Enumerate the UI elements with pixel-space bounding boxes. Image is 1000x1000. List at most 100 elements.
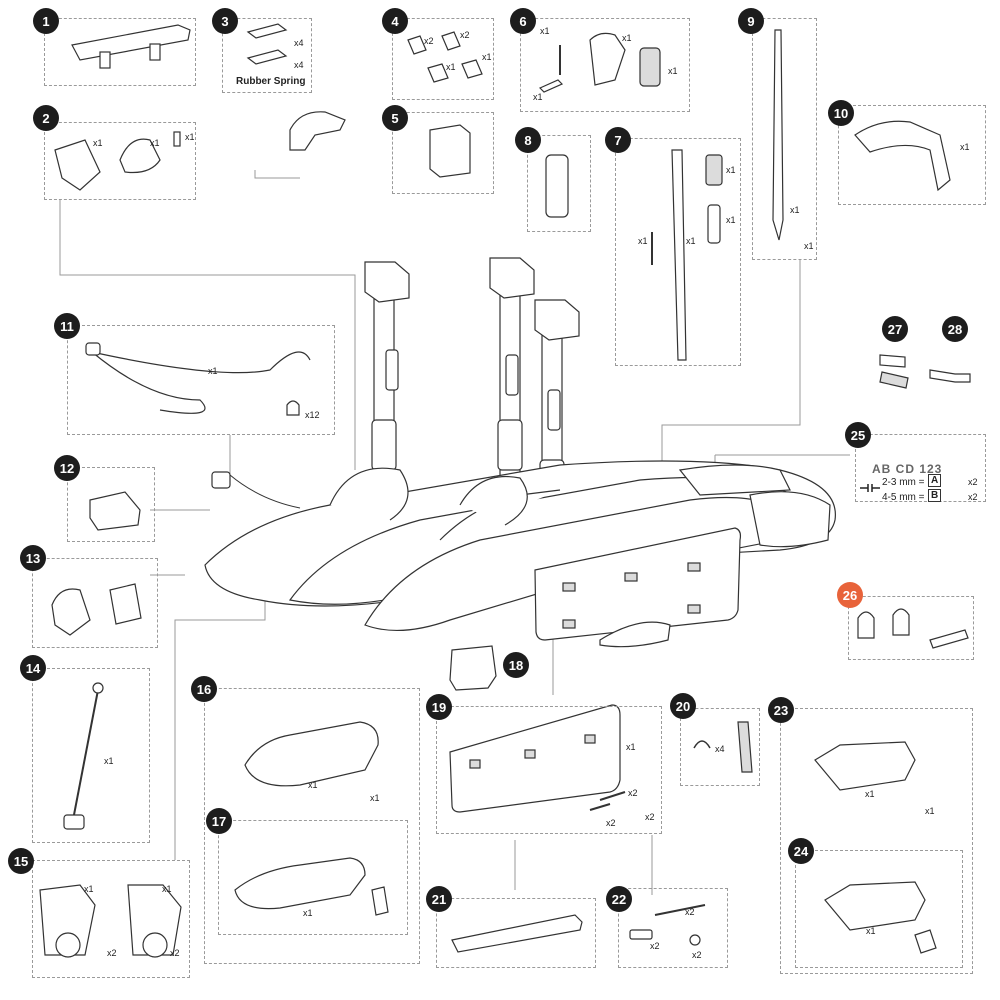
part-22-qty-a: x2: [685, 907, 695, 917]
part-6-box: [520, 18, 690, 112]
part-6-drawing: [538, 32, 661, 93]
part-23-qty-a: x1: [865, 789, 875, 799]
part-9-qty-b: x1: [804, 241, 814, 251]
part-23-number[interactable]: 23: [768, 697, 794, 723]
part-17-box: [218, 820, 408, 935]
part-4-qty-d: x1: [482, 52, 492, 62]
part-3-number[interactable]: 3: [212, 8, 238, 34]
part-28-number[interactable]: 28: [942, 316, 968, 342]
part-24-box: [795, 850, 963, 968]
part-9-number[interactable]: 9: [738, 8, 764, 34]
post-left: [364, 261, 410, 481]
spacer-b-code: B: [928, 489, 942, 502]
part-14-qty: x1: [104, 756, 114, 766]
part-23-qty-b: x1: [925, 806, 935, 816]
post-middle: [489, 257, 535, 481]
part-26-number[interactable]: 26: [837, 582, 863, 608]
part-2-box: [44, 122, 196, 200]
rubber-spring-label: Rubber Spring: [236, 76, 306, 87]
part-10-qty: x1: [960, 142, 970, 152]
part-15-number[interactable]: 15: [8, 848, 34, 874]
part-16-box: [204, 688, 420, 964]
part-7-drawing: [651, 149, 723, 361]
part-21-box: [436, 898, 596, 968]
part-4-box: [392, 18, 494, 100]
part-22-qty-b: x2: [650, 941, 660, 951]
part-19-drawing: [449, 704, 626, 813]
part-1-number[interactable]: 1: [33, 8, 59, 34]
part-25-number[interactable]: 25: [845, 422, 871, 448]
part-3-box: [222, 18, 312, 93]
part-24-number[interactable]: 24: [788, 838, 814, 864]
part-4-qty-b: x2: [460, 30, 470, 40]
part-23-drawing: [814, 741, 916, 791]
part-6-qty-d: x1: [533, 92, 543, 102]
part-22-qty-c: x2: [692, 950, 702, 960]
plate-holder: [534, 527, 742, 648]
part-2-number[interactable]: 2: [33, 105, 59, 131]
part-19-number[interactable]: 19: [426, 694, 452, 720]
part-3-qty-b: x4: [294, 60, 304, 70]
part-20-number[interactable]: 20: [670, 693, 696, 719]
part-7-qty-c: x1: [638, 236, 648, 246]
part-2-qty-b: x1: [150, 138, 160, 148]
part-8-box: [527, 135, 591, 232]
part-21-drawing: [451, 914, 583, 953]
part-24-drawing: [824, 881, 937, 954]
part-6-qty-c: x1: [668, 66, 678, 76]
part-7-number[interactable]: 7: [605, 127, 631, 153]
spacer-a-range: 2-3 mm =: [882, 477, 925, 488]
part-4-drawing: [407, 31, 483, 83]
part-14-number[interactable]: 14: [20, 655, 46, 681]
part-25-box: [855, 434, 986, 502]
part-16-number[interactable]: 16: [191, 676, 217, 702]
part-21-number[interactable]: 21: [426, 886, 452, 912]
part-23-box: [780, 708, 973, 974]
part-10-drawing: [854, 120, 951, 192]
part-20-box: [680, 708, 760, 786]
part-5-box: [392, 112, 494, 194]
part-16-drawing: [244, 721, 379, 787]
part-13-number[interactable]: 13: [20, 545, 46, 571]
part-12-number[interactable]: 12: [54, 455, 80, 481]
part-11-drawing: [85, 342, 311, 416]
part-14-box: [32, 668, 150, 843]
part-17-drawing: [234, 857, 389, 916]
part-8-number[interactable]: 8: [515, 127, 541, 153]
part-12-box: [67, 467, 155, 542]
part-5-drawing: [429, 124, 471, 178]
part-22-drawing: [629, 904, 706, 946]
part-26-box: [848, 596, 974, 660]
part-26-drawing: [857, 608, 969, 649]
part-11-number[interactable]: 11: [54, 313, 80, 339]
part-25-gap-arrows: [860, 484, 880, 492]
part-19-qty-a: x1: [626, 742, 636, 752]
spacer-a-qty: x2: [968, 477, 978, 487]
part-27-number[interactable]: 27: [882, 316, 908, 342]
part-4-number[interactable]: 4: [382, 8, 408, 34]
part-10-number[interactable]: 10: [828, 100, 854, 126]
part-19-box: [436, 706, 662, 834]
spacer-b-range: 4-5 mm =: [882, 492, 925, 503]
part-5-number[interactable]: 5: [382, 105, 408, 131]
plate-sample-text: AB CD 123: [872, 462, 943, 476]
part-13-box: [32, 558, 158, 648]
part-22-number[interactable]: 22: [606, 886, 632, 912]
part-19-qty-d: x2: [645, 812, 655, 822]
part-24-qty: x1: [866, 926, 876, 936]
part-15-qty-a: x1: [84, 884, 94, 894]
part-19-qty-c: x2: [606, 818, 616, 828]
part-9-qty-a: x1: [790, 205, 800, 215]
part-6-number[interactable]: 6: [510, 8, 536, 34]
part-7-qty-d: x1: [686, 236, 696, 246]
part-12-drawing: [89, 491, 141, 531]
part-15-qty-d: x2: [170, 948, 180, 958]
part-18-number[interactable]: 18: [503, 652, 529, 678]
part-6-qty-a: x1: [540, 26, 550, 36]
part-11-qty-b: x12: [305, 410, 320, 420]
part-10-box: [838, 105, 986, 205]
part-17-number[interactable]: 17: [206, 808, 232, 834]
wheel-trays: [204, 460, 836, 632]
part-4-qty-c: x1: [446, 62, 456, 72]
